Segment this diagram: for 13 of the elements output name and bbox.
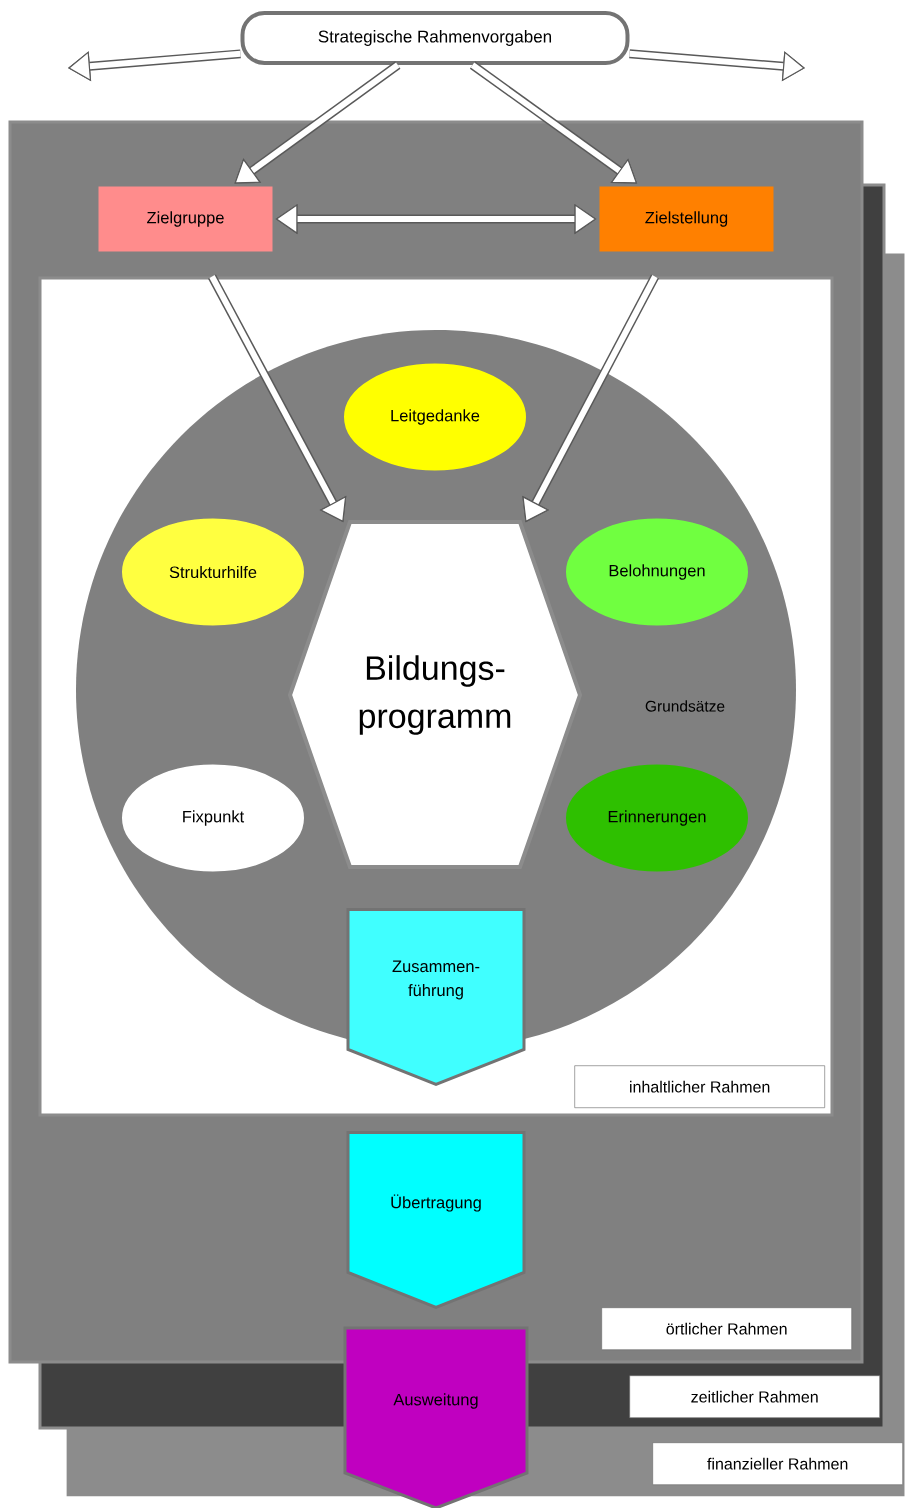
rounded-label: Strategische Rahmenvorgaben [240,11,630,66]
block-arrow [234,61,401,184]
goal-box: Zielgruppe [95,183,276,255]
frame-label: finanzieller Rahmen [652,1442,903,1485]
block-arrow [275,203,597,235]
frame-label: inhaltlicher Rahmen [574,1065,825,1108]
block-arrow [68,49,241,82]
frame-label: zeitlicher Rahmen [629,1375,880,1418]
frame-label: örtlicher Rahmen [601,1307,852,1350]
pentagon-box: Übertragung [346,1131,526,1310]
goal-box: Zielstellung [596,183,777,255]
pentagon-box: Ausweitung [343,1326,529,1508]
pentagon-box: Zusammen- führung [346,908,526,1087]
